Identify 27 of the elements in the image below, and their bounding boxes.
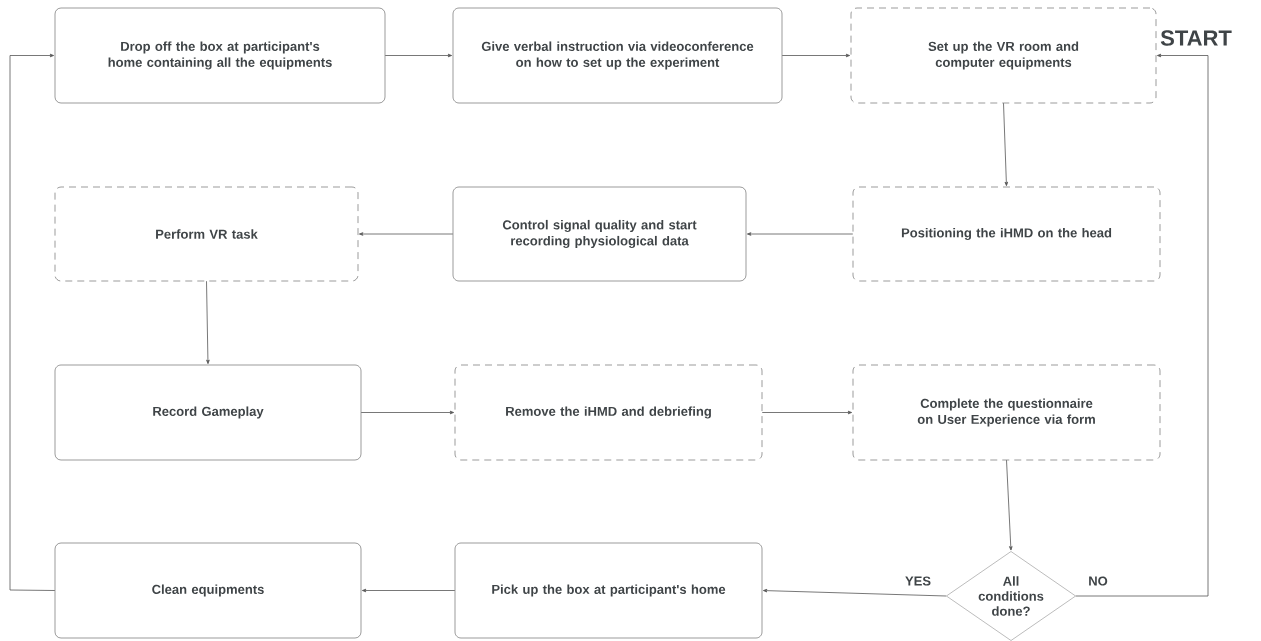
process-box: Pick up the box at participant's home <box>454 542 763 639</box>
process-box: Positioning the iHMD on the head <box>852 186 1161 282</box>
arrow <box>384 53 453 58</box>
start-label: START <box>1160 30 1232 46</box>
arrow <box>361 588 456 593</box>
arrow <box>1003 102 1009 187</box>
process-box: Remove the iHMD and debriefing <box>454 364 763 461</box>
process-box: Clean equipments <box>54 542 362 639</box>
arrow <box>762 588 947 597</box>
arrow <box>781 53 851 58</box>
arrow <box>358 232 454 236</box>
process-box: Perform VR task <box>54 186 359 282</box>
arrow <box>746 232 854 236</box>
edge-label: NO <box>1087 575 1109 587</box>
process-box: Control signal quality and start recording physiological data <box>452 186 747 282</box>
process-box: Give verbal instruction via videoconference on how to set up the experiment <box>452 7 783 104</box>
arrow <box>360 410 455 415</box>
arrow <box>761 410 853 415</box>
arrow <box>1006 459 1013 551</box>
arrow <box>1075 53 1209 597</box>
arrow <box>206 280 210 365</box>
arrow <box>9 53 56 591</box>
process-box: Set up the VR room and computer equipments <box>850 7 1157 104</box>
process-box: Record Gameplay <box>54 364 362 461</box>
edge-label: YES <box>904 575 932 587</box>
process-box: Complete the questionnaire on User Experience via form <box>852 364 1161 461</box>
process-box: Drop off the box at participant's home containing all the equipments <box>54 7 386 104</box>
